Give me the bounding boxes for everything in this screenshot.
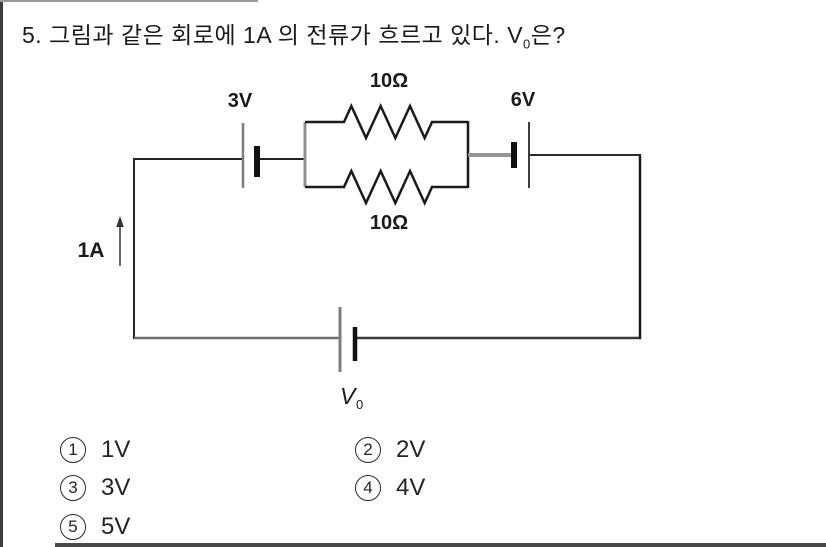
question-number: 5.: [22, 22, 43, 48]
choice-1-label: 1V: [101, 436, 131, 463]
choice-3-number: 3: [60, 475, 86, 501]
question-variable: V: [507, 22, 524, 48]
choice-5-label: 5V: [101, 513, 131, 540]
battery-3v-label: 3V: [228, 90, 253, 112]
question-body: 그림과 같은 회로에 1A 의 전류가 흐르고 있다.: [49, 22, 501, 48]
resistor-bottom: [305, 167, 468, 207]
resistor-bottom-label: 10Ω: [370, 212, 408, 234]
current-label: 1A: [78, 239, 105, 262]
choice-4-label: 4V: [396, 474, 426, 501]
current-arrow-head: [116, 216, 124, 227]
question-suffix: 은?: [530, 22, 566, 48]
choice-3-label: 3V: [101, 474, 131, 501]
question-variable-subscript: 0: [523, 36, 531, 52]
choice-2-label: 2V: [396, 436, 426, 463]
battery-v0-label: V: [340, 383, 358, 409]
choice-1-number: 1: [60, 437, 86, 463]
battery-v0-label-subscript: 0: [356, 397, 363, 412]
choice-1: 1 1V: [60, 436, 130, 464]
choice-5: 5 5V: [60, 513, 130, 541]
question-text: 5. 그림과 같은 회로에 1A 의 전류가 흐르고 있다. V0은?: [22, 16, 802, 52]
choice-2: 2 2V: [355, 436, 425, 464]
battery-6v-label: 6V: [511, 89, 536, 111]
resistor-top: [305, 102, 468, 142]
resistor-top-label: 10Ω: [370, 70, 408, 92]
top-partial-border: [0, 0, 258, 2]
choice-5-number: 5: [60, 514, 86, 540]
bottom-border-bar: [55, 543, 826, 547]
left-border-line: [0, 0, 3, 547]
choice-2-number: 2: [355, 437, 381, 463]
choice-3: 3 3V: [60, 474, 130, 502]
choice-4-number: 4: [355, 475, 381, 501]
choice-4: 4 4V: [355, 474, 425, 502]
